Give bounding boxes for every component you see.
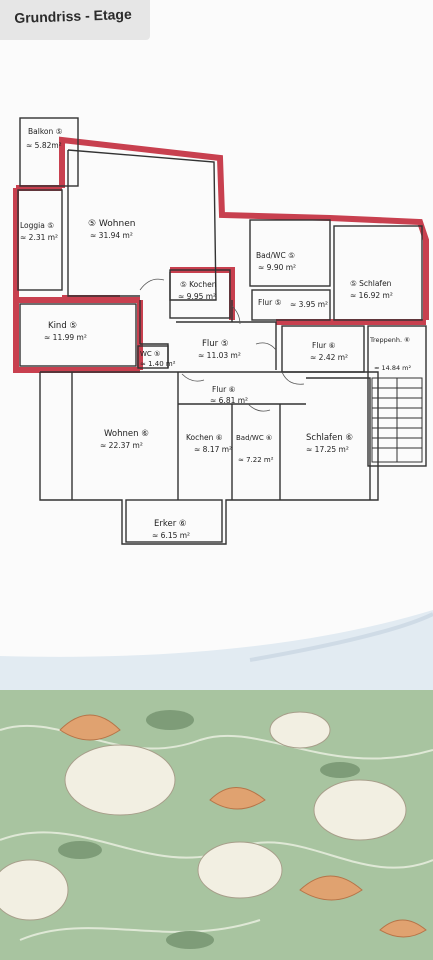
room-name-kind5: Kind ⑤	[48, 321, 77, 331]
title-tab: Grundriss - Etage	[0, 0, 150, 40]
floral-fabric-background	[0, 690, 433, 960]
room-area-flur5b: ≈ 3.95 m²	[290, 300, 328, 309]
door-swings	[139, 278, 305, 412]
room-area-flur6a: ≈ 2.42 m²	[310, 353, 348, 362]
room-area-erker: ≈ 6.15 m²	[152, 531, 190, 540]
room-area-wohnen5: ≈ 31.94 m²	[90, 231, 133, 240]
room-name-flur5a: Flur ⑤	[258, 298, 282, 307]
room-area-loggia: ≈ 2.31 m²	[20, 233, 58, 242]
room-area-kochen5: ≈ 9.95 m²	[178, 292, 216, 301]
room-area-wohnen6: ≈ 22.37 m²	[100, 441, 143, 450]
floorplan-sheet: Grundriss - Etage	[0, 0, 433, 690]
room-area-balkon: ≈ 5.82m²	[26, 141, 62, 150]
room-area-flur6b: ≈ 6.81 m²	[210, 396, 248, 405]
room-name-flur5main: Flur ⑤	[202, 339, 228, 349]
room-name-schlafen6: Schlafen ⑥	[306, 433, 353, 443]
room-name-erker: Erker ⑥	[154, 519, 187, 529]
room-area-kochen6: ≈ 8.17 m²	[194, 445, 232, 454]
room-area-schlafen6: ≈ 17.25 m²	[306, 445, 349, 454]
room-area-badwc6: ≈ 7.22 m²	[238, 456, 274, 464]
room-name-wohnen6: Wohnen ⑥	[104, 429, 149, 439]
room-area-wc5: ≈ 1.40 m²	[140, 360, 176, 368]
room-name-wohnen5: ⑤ Wohnen	[88, 219, 135, 229]
room-name-kochen5: ⑤ Kochen	[180, 280, 217, 289]
floorplan: Balkon ⑤ ≈ 5.82m² Loggia ⑤ ≈ 2.31 m² ⑤ W…	[13, 117, 429, 545]
room-area-schlafen5: ≈ 16.92 m²	[350, 291, 393, 300]
walls	[17, 117, 427, 545]
room-name-flur6a: Flur ⑥	[312, 341, 336, 350]
room-area-badwc5: ≈ 9.90 m²	[258, 263, 296, 272]
room-name-loggia: Loggia ⑤	[20, 221, 54, 230]
room-name-badwc5: Bad/WC ⑤	[256, 251, 295, 260]
room-name-flur6b: Flur ⑥	[212, 385, 236, 394]
room-name-badwc6: Bad/WC ⑥	[236, 434, 272, 442]
room-name-schlafen5: ⑤ Schlafen	[350, 279, 392, 288]
room-name-balkon: Balkon ⑤	[28, 127, 63, 136]
room-name-kochen6: Kochen ⑥	[186, 433, 223, 442]
room-name-treppenh: Treppenh. ⑥	[369, 336, 410, 344]
room-area-kind5: ≈ 11.99 m²	[44, 333, 87, 342]
staircase	[371, 377, 423, 463]
room-area-treppenh: ≈ 14.84 m²	[374, 364, 412, 372]
decorative-wave	[0, 610, 433, 690]
room-area-flur5main: ≈ 11.03 m²	[198, 351, 241, 360]
room-name-wc5: WC ⑤	[140, 350, 160, 358]
